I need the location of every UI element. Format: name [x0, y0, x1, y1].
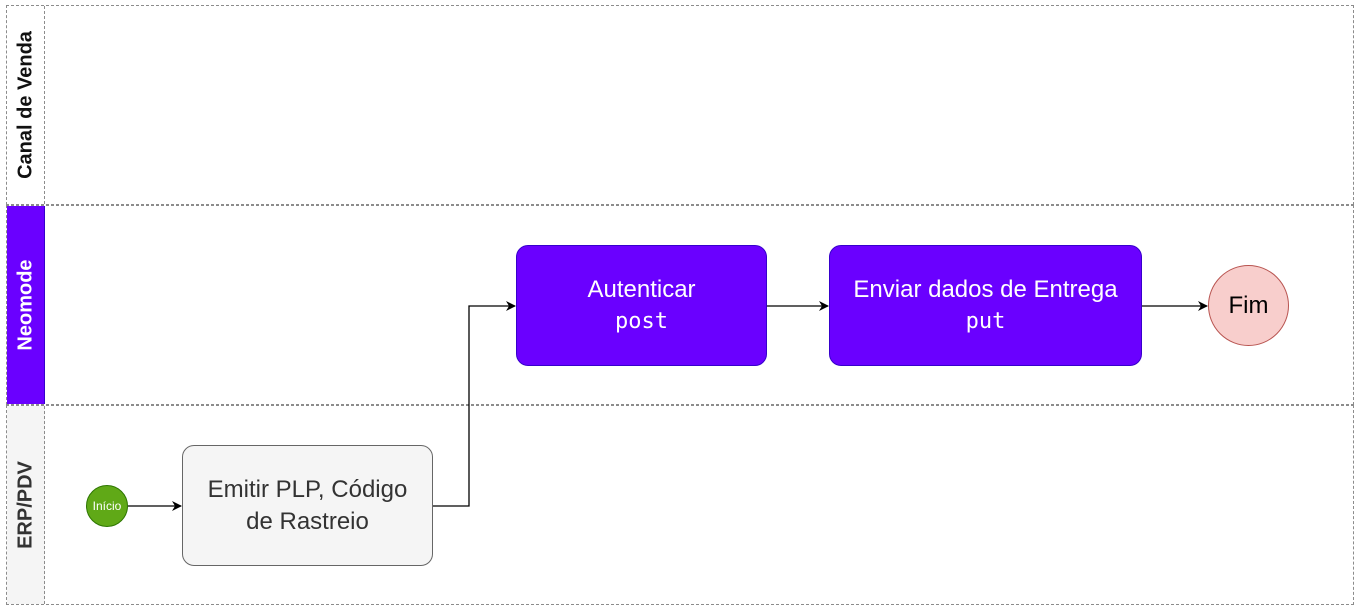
end-event-label: Fim — [1228, 291, 1269, 319]
authenticate-task[interactable]: Autenticar post — [516, 245, 767, 366]
lane-canal-de-venda: Canal de Venda — [6, 5, 1354, 205]
start-event[interactable]: Início — [86, 485, 128, 527]
lane-header-erp-pdv: ERP/PDV — [7, 406, 45, 604]
lane-header-canal-de-venda: Canal de Venda — [7, 6, 45, 204]
send-delivery-data-task-method: put — [965, 308, 1006, 334]
emit-plp-task[interactable]: Emitir PLP, Código de Rastreio — [182, 445, 433, 566]
start-event-label: Início — [92, 499, 122, 513]
emit-plp-task-line2: de Rastreio — [246, 507, 369, 535]
authenticate-task-title: Autenticar — [587, 275, 696, 303]
lane-erp-pdv: ERP/PDV — [6, 405, 1354, 605]
send-delivery-data-task-title: Enviar dados de Entrega — [853, 275, 1118, 303]
authenticate-task-method: post — [615, 308, 668, 334]
lane-neomode: Neomode — [6, 205, 1354, 405]
lane-header-neomode: Neomode — [7, 206, 45, 404]
send-delivery-data-task[interactable]: Enviar dados de Entrega put — [829, 245, 1142, 366]
emit-plp-task-line1: Emitir PLP, Código — [207, 475, 408, 503]
edge-emit-to-auth — [433, 301, 516, 507]
end-event[interactable]: Fim — [1208, 265, 1289, 346]
